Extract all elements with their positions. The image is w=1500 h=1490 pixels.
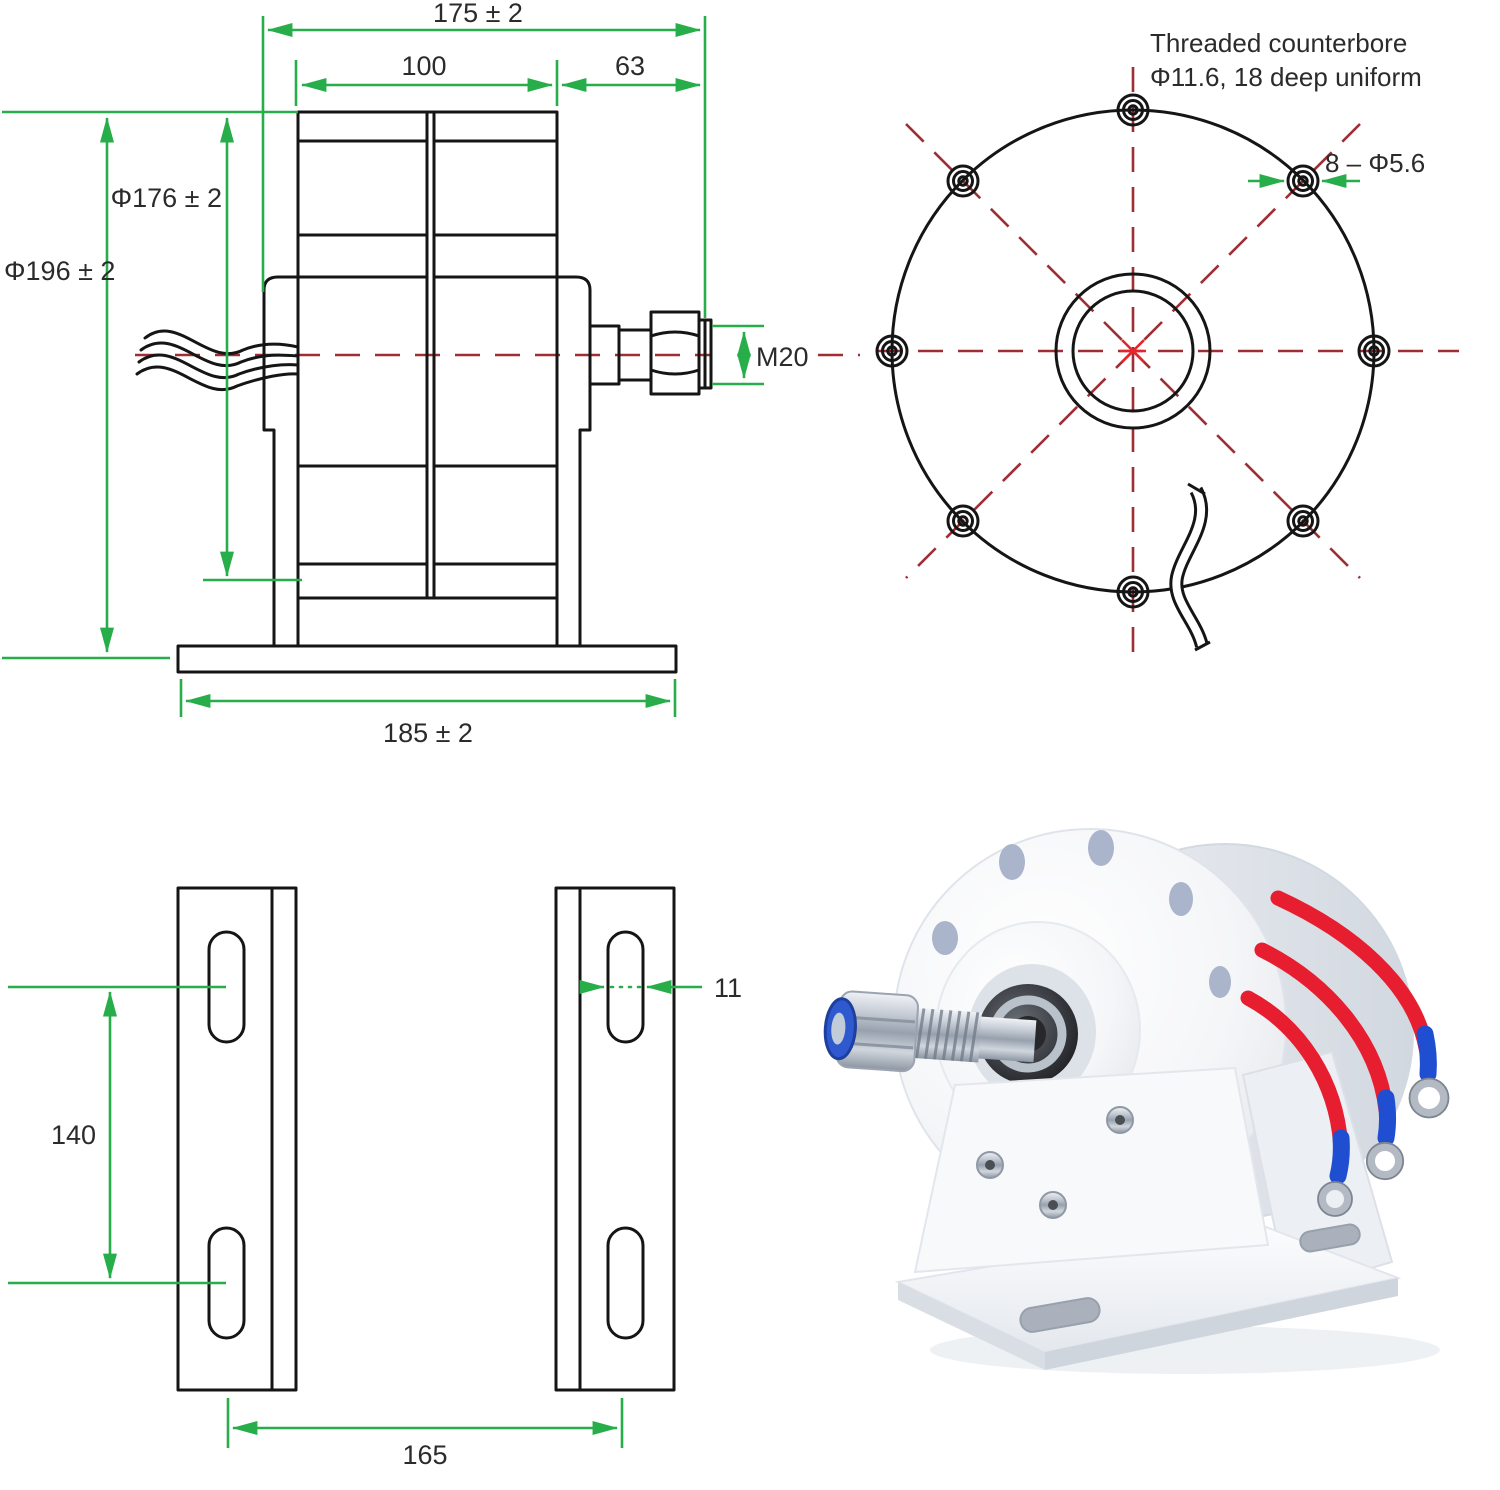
- mount-base-plate: [176, 644, 678, 674]
- bracket-front-support: [913, 1066, 1270, 1274]
- dim-label-165: 165: [402, 1440, 447, 1470]
- nut-bore: [831, 1012, 846, 1045]
- cable-terminal-sleeve: [1377, 1089, 1396, 1147]
- cable-terminal-sleeve: [1416, 1025, 1437, 1083]
- mounting-bracket: [894, 1050, 1402, 1370]
- center-bore-outer: [1054, 272, 1212, 430]
- dim-label-11: 11: [714, 973, 742, 1003]
- dim-label-196: Φ196 ± 2: [4, 256, 115, 286]
- socket-bolt-hex: [1115, 1115, 1125, 1125]
- cable-terminal-sleeve: [1329, 1129, 1350, 1185]
- bolt-recess: [1088, 830, 1114, 866]
- base-slot: [1299, 1223, 1361, 1253]
- bolt-hole: [946, 504, 980, 538]
- center-mark: [1120, 339, 1146, 363]
- mount-slot: [606, 1226, 645, 1340]
- dimension-bolt-holes: 8 – Φ5.6: [1248, 148, 1425, 189]
- ring-terminal: [1367, 1143, 1403, 1179]
- dimension-shaft-thread: M20: [712, 324, 809, 386]
- dimension-overall-width: 175 ± 2: [261, 0, 707, 318]
- foot-inner-lines: [296, 596, 559, 648]
- bracket-base-front-edge: [898, 1282, 1045, 1370]
- dimension-body-width: 100: [294, 51, 559, 106]
- flange-left-foot: [262, 275, 300, 648]
- ring-terminal: [1318, 1182, 1352, 1216]
- dim-label-185: 185 ± 2: [383, 718, 473, 748]
- extension-lines: [712, 324, 764, 386]
- dimension-stator-diameter: Φ176 ± 2: [111, 116, 302, 582]
- flange-right-foot: [555, 275, 592, 648]
- bracket-base-right-edge: [1045, 1278, 1398, 1370]
- socket-bolt-hex: [1048, 1200, 1058, 1210]
- bracket-view: 140 11 165: [8, 886, 742, 1470]
- cable-red: [1240, 990, 1349, 1158]
- bolt-hole: [1286, 504, 1320, 538]
- body-mid-seam: [425, 110, 436, 600]
- reference-lines: [8, 985, 226, 1285]
- bolt-hole: [1116, 575, 1150, 609]
- side-view: 175 ± 2 100 63 Φ176 ± 2 Φ196 ± 2 M20: [2, 0, 860, 748]
- ring-terminal-edge: [1408, 1077, 1450, 1119]
- dimension-slot-width: 11: [579, 973, 742, 1003]
- bolt-hole: [1357, 334, 1391, 368]
- shaft-hex-nut: [649, 310, 701, 396]
- product-photo: [823, 828, 1450, 1374]
- shaft-step-2: [617, 328, 653, 382]
- shaft-washer: [697, 318, 713, 390]
- extension-lines: [2, 110, 298, 660]
- extension-lines: [179, 679, 677, 717]
- shaft-assembly: [823, 990, 1037, 1073]
- dim-label-176: Φ176 ± 2: [111, 183, 222, 213]
- dim-label-175: 175 ± 2: [433, 0, 523, 28]
- right-bracket-plate: [554, 886, 676, 1392]
- bolt-hole: [946, 164, 980, 198]
- bolt-recess: [1209, 966, 1231, 998]
- shaft-step-1: [588, 324, 621, 386]
- shaft-smooth: [973, 1016, 1037, 1063]
- bolt-recesses: [932, 830, 1231, 998]
- ring-terminal-edge: [1365, 1141, 1405, 1181]
- bolt-recess: [999, 844, 1025, 880]
- base-slot: [1019, 1297, 1101, 1333]
- ring-terminal: [1410, 1079, 1448, 1117]
- bolt-hole: [875, 334, 909, 368]
- dimension-shaft-length: 63: [560, 51, 702, 93]
- counterbore-note-line2: Φ11.6, 18 deep uniform: [1150, 62, 1422, 92]
- output-cables: [1240, 890, 1450, 1217]
- mount-slot: [606, 930, 645, 1044]
- socket-bolt-hex: [985, 1160, 995, 1170]
- bolt-recess: [932, 921, 958, 955]
- bracket-bolts: [976, 1106, 1134, 1219]
- dimension-outer-diameter: Φ196 ± 2: [2, 110, 298, 660]
- bolt-hole: [1116, 93, 1150, 127]
- dim-label-100: 100: [401, 51, 446, 81]
- bolt-hole: [1286, 164, 1320, 198]
- bolt-recess: [1169, 882, 1193, 916]
- dim-label-140: 140: [51, 1120, 96, 1150]
- extension-lines: [294, 60, 559, 106]
- dimension-slot-spacing: 140: [8, 985, 226, 1285]
- counterbore-note-line1: Threaded counterbore: [1150, 28, 1407, 58]
- cable-red: [1270, 890, 1434, 1056]
- front-view: Threaded counterbore Φ11.6, 18 deep unif…: [875, 28, 1459, 661]
- body-section-lines: [296, 139, 559, 566]
- left-bracket-plate: [176, 886, 298, 1392]
- extension-lines: [226, 1398, 624, 1448]
- bolt-hole-pattern: [875, 93, 1391, 609]
- dimension-base-width: 185 ± 2: [179, 679, 677, 748]
- dim-label-8-holes: 8 – Φ5.6: [1325, 148, 1425, 178]
- housing-outer-circle: [890, 108, 1376, 594]
- output-cable: [1169, 482, 1211, 652]
- dimension-bracket-spacing: 165: [226, 1398, 624, 1470]
- cable-red: [1254, 942, 1394, 1118]
- ring-terminal-edge: [1317, 1181, 1353, 1217]
- dim-label-63: 63: [615, 51, 645, 81]
- extension-lines: [261, 16, 707, 318]
- center-bore-inner: [1071, 289, 1195, 413]
- dim-label-m20: M20: [756, 342, 809, 372]
